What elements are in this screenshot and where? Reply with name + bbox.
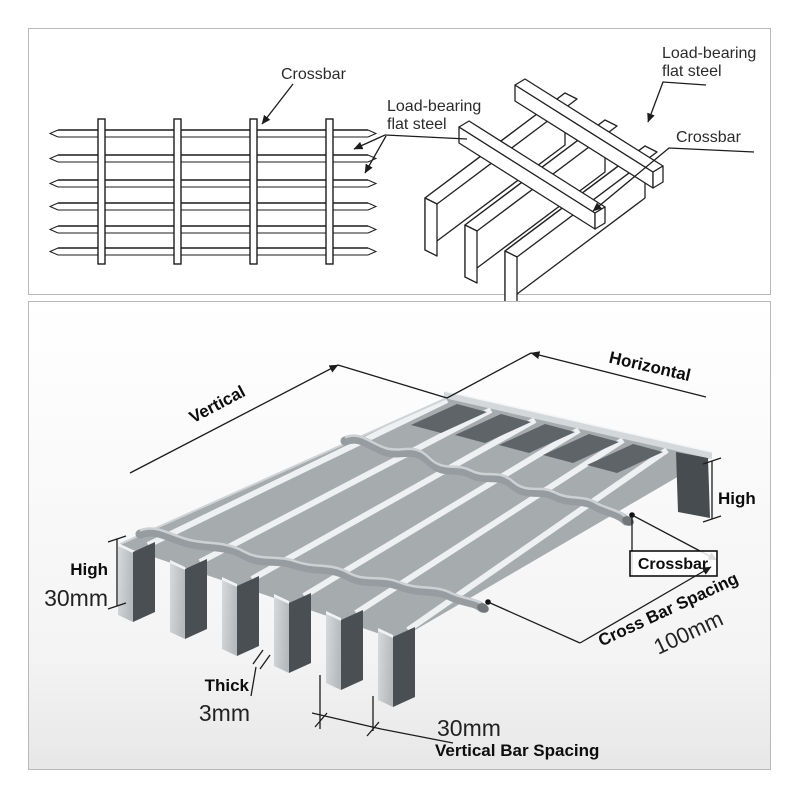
dim-vertical-bar-spacing: 30mm Vertical Bar Spacing [311, 675, 599, 760]
crossbar-2d-bars [97, 118, 334, 265]
grating-photo [117, 390, 713, 707]
bracket-high-left: High 30mm [44, 535, 127, 611]
leader-load-bearing-3d [647, 81, 707, 123]
crossbar-3d-back [514, 78, 664, 189]
label-vertical-bar-spacing: Vertical Bar Spacing [435, 741, 599, 760]
grating-3d-drawing [424, 78, 664, 310]
value-high: 30mm [44, 585, 108, 611]
end-gaps [411, 404, 663, 473]
leader-load-bearing-2d-b [364, 135, 387, 174]
leader-load-bearing-2d-a [353, 134, 386, 150]
label-crossbar-2d: Crossbar [281, 66, 347, 83]
label-crossbar-photo: Crossbar [638, 556, 708, 573]
label-crossbar-3d: Crossbar [676, 129, 742, 146]
bracket-high-right: High [702, 457, 756, 523]
back-rim [444, 391, 712, 459]
dim-thick: Thick 3mm [199, 649, 271, 726]
top-panel-annotations: Crossbar Load-bearing flat steel Load-be… [261, 45, 756, 212]
leader-load-bearing-2d-underline [384, 134, 468, 140]
label-load-bearing-3d-line2: flat steel [662, 63, 722, 80]
value-vertical-bar-spacing: 30mm [437, 715, 501, 741]
direction-connector [337, 352, 532, 399]
label-high-left: High [70, 560, 108, 579]
label-high-right: High [718, 489, 756, 508]
arrow-horizontal [530, 351, 707, 398]
label-load-bearing-2d-line1: Load-bearing [387, 98, 481, 115]
leader-crossbar-2d [261, 83, 294, 125]
right-end-bar-face [676, 452, 710, 518]
front-plates [118, 542, 415, 707]
photo-crossbar-upper [340, 434, 634, 526]
crossbar-3d-front [458, 120, 606, 230]
label-thick: Thick [205, 676, 250, 695]
rim-highlight [443, 390, 713, 453]
label-load-bearing-2d-line2: flat steel [387, 116, 447, 133]
value-thick: 3mm [199, 700, 250, 726]
leader-crossbar-3d [592, 147, 755, 212]
label-load-bearing-3d-line1: Load-bearing [662, 45, 756, 62]
left-edge-highlight [117, 397, 448, 546]
photo-crossbar-lower [135, 527, 489, 613]
arrow-vertical [129, 364, 339, 474]
grating-2d-drawing [48, 118, 378, 265]
